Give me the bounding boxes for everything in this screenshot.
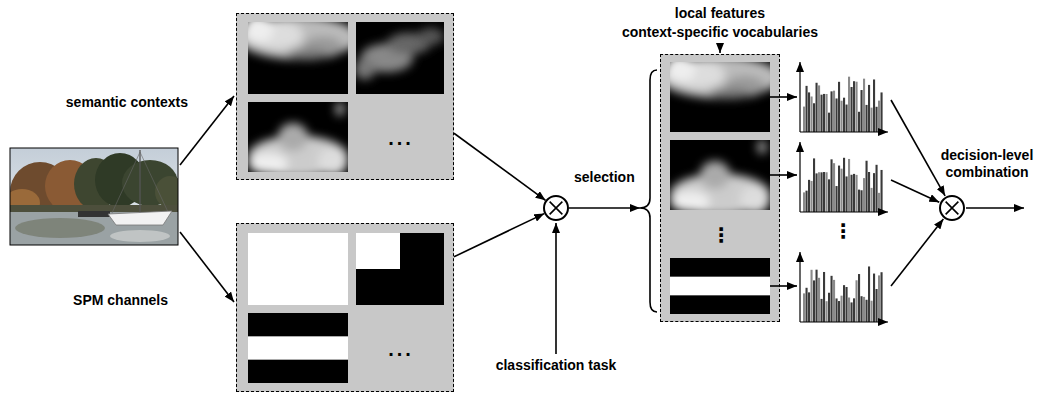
brace — [640, 70, 657, 312]
arrow — [180, 96, 234, 165]
panel-ground — [660, 54, 780, 322]
histogram — [800, 252, 888, 322]
selected-panel: ⋮ — [660, 54, 780, 322]
feature-label: local features — [675, 5, 765, 22]
photo — [10, 148, 178, 245]
input-label: SPM channels — [73, 292, 168, 309]
input-label: semantic contexts — [66, 94, 188, 111]
task-label: classification task — [496, 357, 617, 374]
connector-arrow — [569, 207, 640, 209]
arrow — [891, 100, 945, 196]
context-panel: ... — [236, 13, 454, 180]
feature-label: context-specific vocabularies — [622, 24, 818, 41]
spm-mask — [248, 313, 348, 383]
ellipsis: ... — [388, 339, 414, 359]
spm-mask — [670, 258, 770, 314]
arrow — [770, 174, 797, 176]
arrow — [891, 219, 943, 286]
arrow — [891, 180, 939, 202]
vertical-ellipsis: ⋮ — [711, 224, 731, 246]
arrow — [555, 223, 557, 354]
context-map — [248, 22, 348, 94]
context-map — [248, 102, 348, 172]
arrow — [770, 285, 797, 287]
photo-frame — [10, 148, 178, 245]
vertical-ellipsis: ⋮ — [833, 220, 853, 242]
histogram — [800, 142, 888, 212]
panel-ground — [236, 223, 454, 392]
connector-arrow — [454, 133, 546, 200]
cross-symbol — [946, 202, 959, 215]
spm-mask — [356, 233, 444, 305]
operator-label: decision-level combination — [931, 147, 1043, 181]
context-map — [356, 22, 444, 94]
connector-arrow — [454, 214, 544, 257]
arrow — [180, 232, 234, 302]
context-map — [670, 62, 770, 132]
cross-symbol — [550, 202, 563, 215]
channel-panel: ... — [236, 223, 454, 392]
arrow — [966, 207, 1024, 209]
selection-operator: selection — [543, 195, 569, 221]
histogram — [800, 62, 888, 132]
panel-ground — [236, 13, 454, 180]
context-map — [670, 140, 770, 210]
spm-mask — [248, 233, 348, 305]
arrow — [770, 96, 797, 98]
combination-operator: decision-level combination — [939, 195, 965, 221]
operator-label: selection — [574, 169, 635, 186]
arrow — [719, 43, 721, 53]
ellipsis: ... — [388, 128, 414, 148]
